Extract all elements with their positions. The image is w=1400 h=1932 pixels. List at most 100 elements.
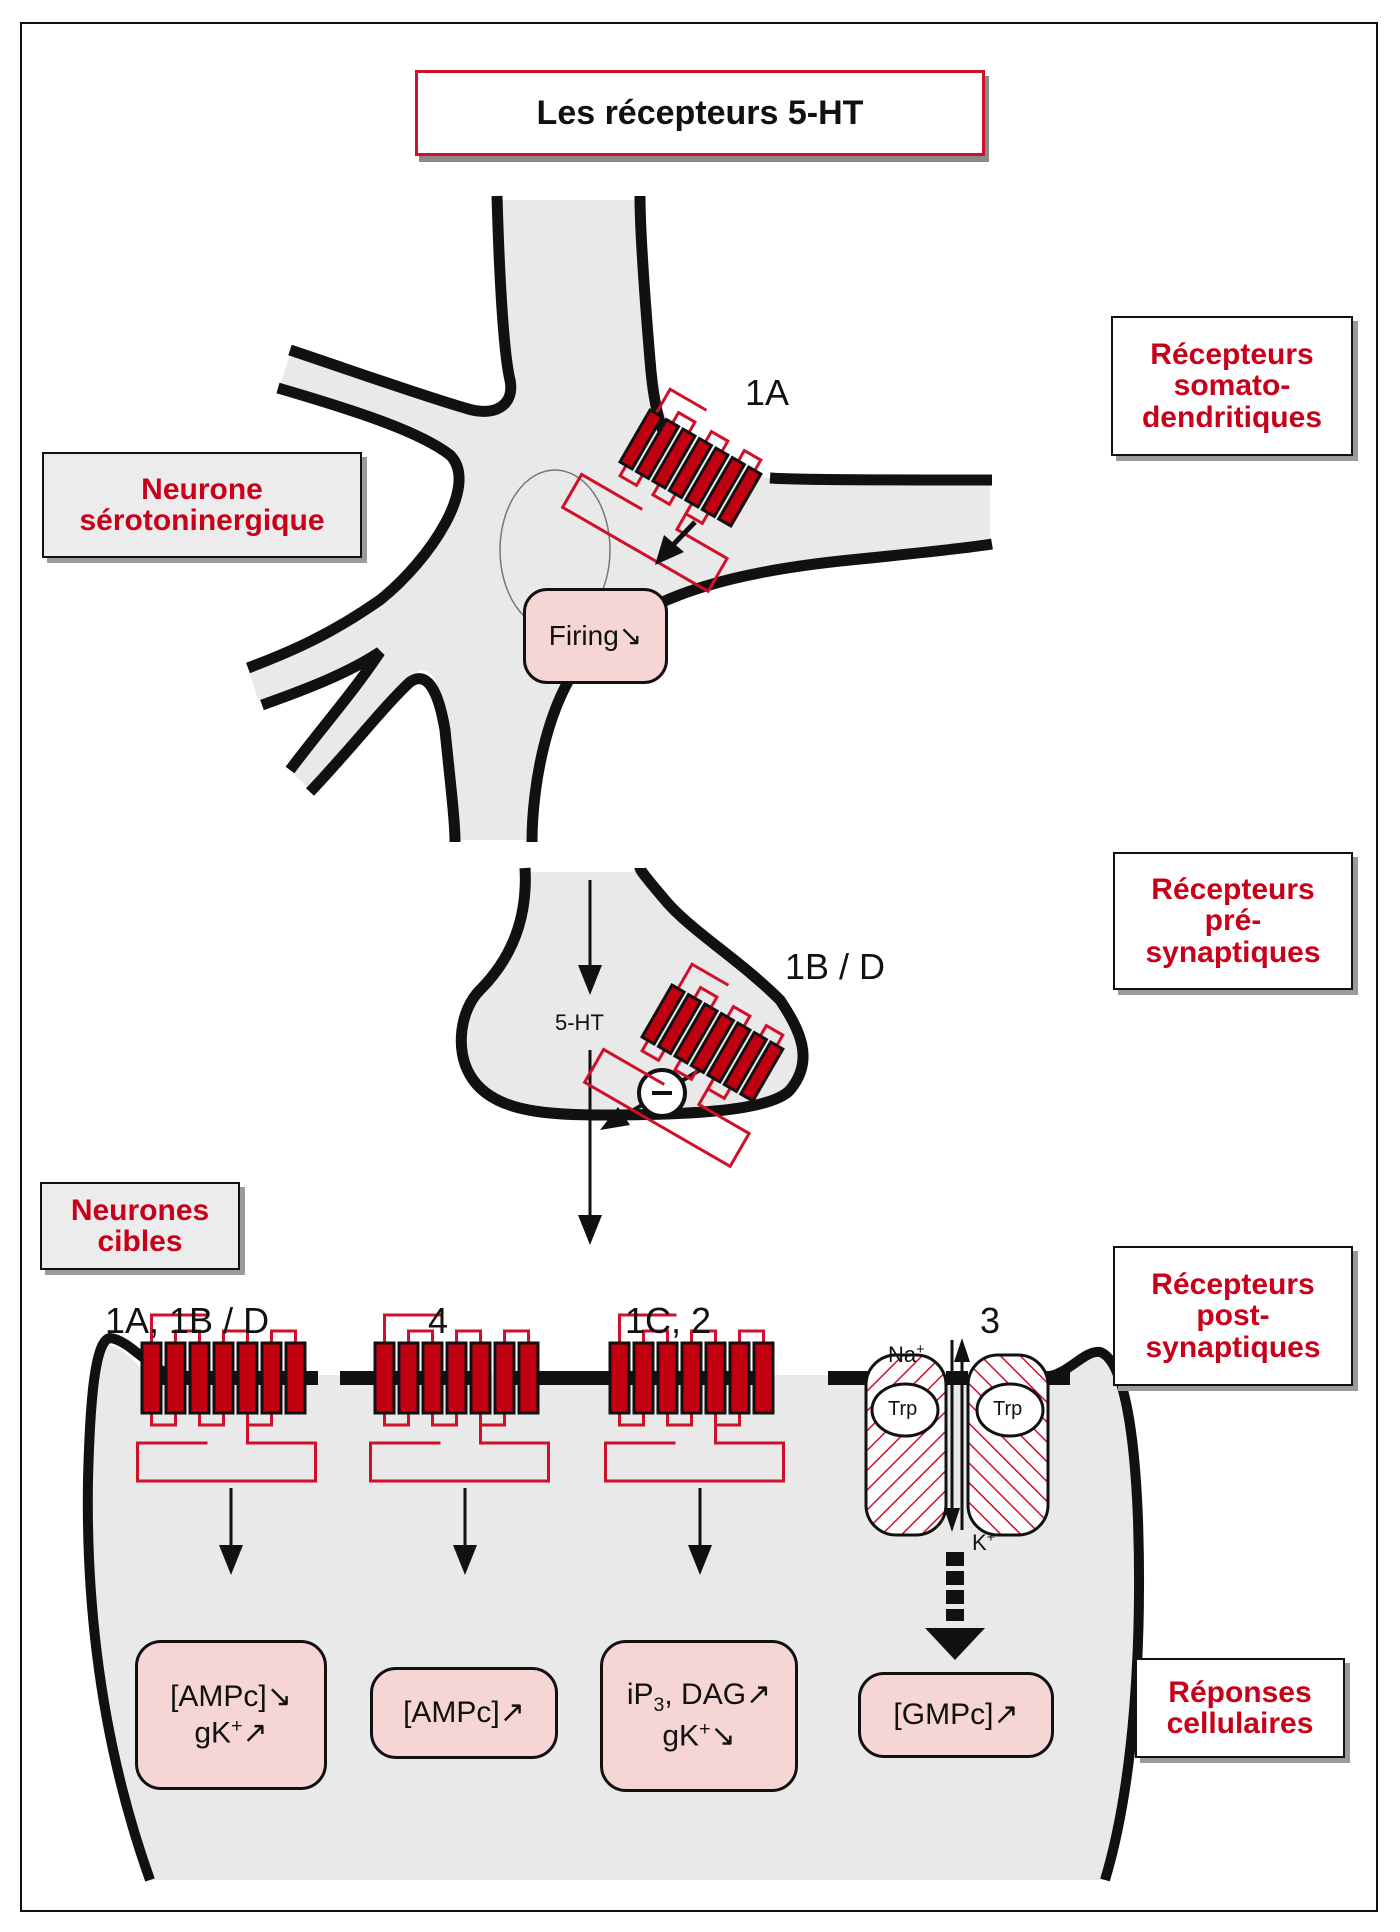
transmembrane-helix <box>639 982 687 1047</box>
receptor-label-1bd: 1B / D <box>785 946 886 987</box>
extracellular-loop <box>222 1329 249 1343</box>
response-line: iP3, DAG↗ <box>626 1678 772 1717</box>
firing-text: Firing↘ <box>549 619 642 653</box>
serotonin-release-arrow <box>578 880 602 1245</box>
intracellular-loop <box>150 1413 177 1427</box>
response-line: [AMPc]↘ <box>170 1679 292 1715</box>
transmitter-label: 5-HT <box>555 1010 604 1035</box>
label-line: Récepteurs <box>1151 1267 1315 1301</box>
transmembrane-helix <box>517 1341 540 1415</box>
dendrite-top-left-outline <box>288 195 517 417</box>
firing-response-box: Firing↘ <box>523 588 668 684</box>
extracellular-loop <box>738 1329 765 1343</box>
receptor-1c2-postsynaptic <box>604 1313 785 1483</box>
firing-label: Firing <box>548 620 619 652</box>
transmembrane-helix <box>212 1341 235 1415</box>
transmembrane-helix <box>683 445 730 510</box>
label-line: Réponses <box>1168 1675 1312 1709</box>
receptor-label-1a-1bd: 1A, 1B / D <box>105 1300 270 1341</box>
arrow-down-icon: ↘ <box>618 620 643 652</box>
label-line: pré- <box>1204 904 1262 938</box>
intracellular-loop <box>640 1039 666 1063</box>
trp-label-right: Trp <box>993 1398 1023 1420</box>
transmembrane-helix <box>493 1341 516 1415</box>
label-target-neurons: Neurones cibles <box>40 1182 240 1270</box>
extracellular-loop <box>174 1329 201 1343</box>
extracellular-loop <box>642 1329 669 1343</box>
extracellular-loop <box>503 1329 530 1343</box>
receptor-1bd-presynaptic <box>582 962 785 1169</box>
label-line: post- <box>1196 1299 1270 1333</box>
label-line: Récepteurs <box>1151 872 1315 906</box>
arrow-up-icon: ↗ <box>746 1678 772 1712</box>
serotonergic-neuron <box>246 195 993 843</box>
label-line: Récepteurs <box>1150 337 1314 371</box>
ion-k-label: K+ <box>972 1530 996 1555</box>
response-line: [GMPc]↗ <box>893 1697 1018 1733</box>
receptor-label-3: 3 <box>980 1300 1001 1341</box>
label-line: somato- <box>1173 369 1291 403</box>
extracellular-loop <box>407 1329 434 1343</box>
arrow-down-icon: ↘ <box>710 1719 736 1753</box>
branch-lower-left-outline <box>306 673 461 843</box>
terminal-outline <box>455 866 809 1121</box>
transmembrane-helix <box>656 1341 679 1415</box>
transmembrane-helix <box>650 426 698 491</box>
c-terminus-loop <box>560 472 730 594</box>
transmembrane-helix <box>689 1011 736 1075</box>
transmembrane-helix <box>752 1341 775 1415</box>
transmembrane-helix <box>164 1341 187 1415</box>
label-line: Neurone <box>141 472 263 506</box>
arrow-1a-to-firing <box>655 520 697 565</box>
intracellular-loop <box>672 1058 699 1082</box>
c-terminus-loop <box>136 1413 317 1483</box>
n-terminus-loop <box>150 1313 209 1343</box>
c-terminus-loop <box>582 1047 752 1169</box>
n-terminus-loop <box>654 387 708 415</box>
transmembrane-helix <box>705 1020 752 1085</box>
transmembrane-helix <box>260 1341 283 1415</box>
transmembrane-helix <box>397 1341 420 1415</box>
label-line: dendritiques <box>1141 400 1322 434</box>
response-box-1a-1bd: [AMPc]↘ gK+↗ <box>135 1640 327 1790</box>
receptor-4-postsynaptic <box>369 1313 550 1483</box>
label-line: Neurones <box>70 1193 210 1227</box>
receptor-1a-somatodendritic <box>560 387 763 594</box>
extracellular-loop <box>704 429 730 453</box>
intracellular-loop <box>383 1413 410 1427</box>
arrow-up-icon: ↗ <box>993 1698 1019 1731</box>
transmembrane-helix <box>469 1341 492 1415</box>
transmembrane-helix <box>738 1039 785 1104</box>
extracellular-loop <box>726 1004 752 1028</box>
n-terminus-loop <box>618 1313 677 1343</box>
response-line: gK+↗ <box>194 1714 268 1750</box>
gpcr-helices <box>604 1313 785 1483</box>
gpcr-helices <box>560 387 763 594</box>
ion-na-label: Na+ <box>888 1342 925 1367</box>
response-box-4: [AMPc]↗ <box>370 1667 558 1759</box>
receptor-1a1bd-postsynaptic <box>136 1313 317 1483</box>
c-terminus-loop <box>369 1413 550 1483</box>
response-text: [AMPc] <box>170 1679 267 1713</box>
transmembrane-helix <box>667 436 714 500</box>
transmembrane-helix <box>140 1341 163 1415</box>
dendrite-fork-outline <box>260 647 385 774</box>
label-presynaptic-receptors: Récepteurs pré- synaptiques <box>1113 852 1353 990</box>
response-line: [AMPc]↗ <box>403 1695 525 1731</box>
extracellular-loop <box>737 448 763 472</box>
receptor-label-4: 4 <box>428 1300 449 1341</box>
transmembrane-helix <box>700 455 747 519</box>
response-box-1c-2: iP3, DAG↗ gK+↘ <box>600 1640 798 1792</box>
gpcr-helices <box>136 1313 317 1483</box>
extracellular-loop <box>693 985 720 1009</box>
transmembrane-helix <box>672 1001 720 1066</box>
extracellular-loop <box>759 1023 785 1047</box>
transmembrane-helix <box>617 407 665 472</box>
transmembrane-helix <box>445 1341 468 1415</box>
channel-subunit-right <box>966 1353 1050 1537</box>
response-text: [AMPc] <box>403 1696 500 1729</box>
transmembrane-helix <box>704 1341 727 1415</box>
arrow-up-icon: ↗ <box>242 1716 268 1750</box>
transmembrane-helix <box>608 1341 631 1415</box>
transmembrane-helix <box>634 417 681 481</box>
